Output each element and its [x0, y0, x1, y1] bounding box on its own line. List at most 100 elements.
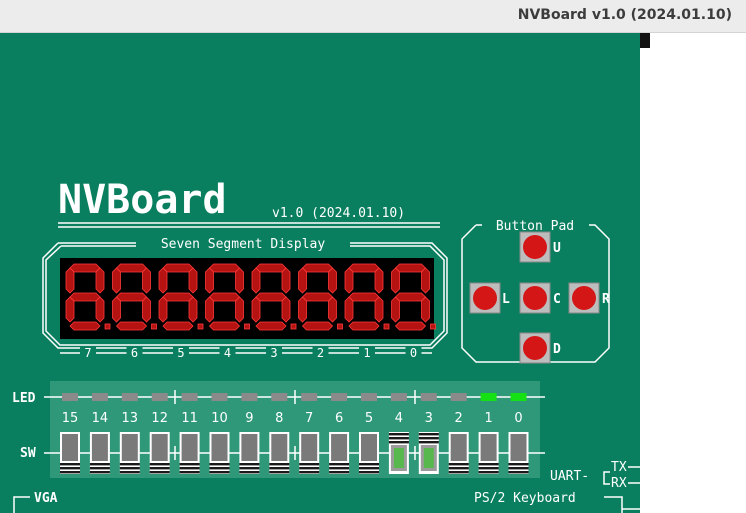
switch-lever[interactable] [423, 448, 434, 468]
segment [158, 296, 168, 323]
segment [142, 296, 151, 323]
switch-8[interactable] [269, 432, 290, 474]
switch-rib [329, 467, 350, 470]
switch-rib [89, 463, 110, 466]
switch-rib [60, 467, 80, 470]
switch-5[interactable] [359, 432, 379, 474]
switch-7[interactable] [299, 432, 320, 474]
switch-2[interactable] [448, 432, 469, 474]
switch-9[interactable] [239, 432, 260, 474]
switch-rib [418, 437, 439, 440]
segment [208, 321, 241, 331]
digit-index-label: 7 [84, 346, 91, 360]
button-label: U [553, 241, 561, 256]
switch-lever[interactable] [480, 434, 497, 461]
switch-3[interactable] [418, 432, 439, 474]
switch-6[interactable] [329, 432, 350, 474]
switch-lever[interactable] [361, 434, 377, 461]
switch-lever[interactable] [301, 434, 318, 461]
switch-lever[interactable] [151, 434, 168, 461]
segment [301, 321, 334, 331]
led-label: LED [12, 391, 36, 406]
button-cap[interactable] [473, 286, 497, 310]
segment [162, 263, 194, 273]
switch-rib [119, 467, 140, 470]
switch-rib [418, 433, 439, 436]
uart-bracket [603, 471, 610, 485]
switch-4[interactable] [388, 432, 409, 474]
decimal-point [244, 323, 250, 330]
seven-segment-title: Seven Segment Display [161, 237, 326, 252]
button-cap[interactable] [572, 286, 596, 310]
switch-rib [448, 471, 469, 474]
switch-lever[interactable] [510, 434, 527, 461]
segment [301, 292, 334, 302]
tx-label: TX [611, 460, 627, 475]
led-5 [361, 393, 377, 401]
segment [142, 267, 151, 294]
logo-text: NVBoard [58, 177, 227, 223]
button-center[interactable]: C [519, 282, 561, 314]
segment [255, 263, 287, 273]
segment [69, 292, 101, 302]
digit-index-label: 6 [131, 346, 138, 360]
button-down[interactable]: D [519, 332, 561, 364]
led-number-label: 1 [484, 411, 492, 426]
button-cap[interactable] [523, 336, 547, 360]
switch-0[interactable] [508, 432, 529, 474]
switch-13[interactable] [119, 432, 140, 474]
switch-10[interactable] [209, 432, 230, 474]
led-2 [450, 393, 467, 401]
switch-15[interactable] [60, 432, 80, 474]
digit-index-label: 5 [177, 346, 184, 360]
segment [344, 296, 354, 323]
scrollbar-thumb[interactable] [640, 33, 650, 48]
switch-rib [299, 463, 320, 466]
segment [208, 263, 241, 273]
switch-lever[interactable] [331, 434, 348, 461]
button-up[interactable]: U [519, 231, 561, 263]
switch-lever[interactable] [62, 434, 78, 461]
digit-index-label: 0 [410, 346, 417, 360]
segment [251, 267, 261, 294]
button-cap[interactable] [523, 286, 547, 310]
switch-lever[interactable] [211, 434, 228, 461]
led-number-label: 2 [455, 411, 463, 426]
vga-bracket [13, 496, 30, 513]
segment [112, 296, 121, 323]
decimal-point [430, 323, 436, 330]
seven-segment-digit [344, 263, 390, 331]
switch-rib [89, 471, 110, 474]
button-right[interactable]: R [568, 282, 610, 314]
switch-lever[interactable] [241, 434, 258, 461]
switch-1[interactable] [478, 432, 499, 474]
switch-lever[interactable] [271, 434, 288, 461]
switch-14[interactable] [89, 432, 110, 474]
decimal-point [337, 323, 343, 330]
switch-rib [239, 471, 260, 474]
switch-rib [329, 463, 350, 466]
segment [188, 296, 198, 323]
switch-lever[interactable] [181, 434, 198, 461]
switch-lever[interactable] [393, 448, 404, 468]
index-gap [359, 346, 375, 360]
segment [298, 296, 307, 323]
segment [69, 263, 101, 273]
decimal-point [290, 323, 297, 330]
button-cap[interactable] [523, 235, 547, 259]
switch-12[interactable] [149, 432, 170, 474]
switch-lever[interactable] [91, 434, 108, 461]
button-left[interactable]: L [469, 282, 510, 314]
switch-rib [119, 463, 140, 466]
led-11 [181, 393, 198, 401]
decimal-point [151, 323, 157, 330]
switch-lever[interactable] [121, 434, 138, 461]
switch-rib [149, 467, 170, 470]
switch-rib [179, 467, 200, 470]
led-number-label: 10 [211, 411, 228, 426]
segment [298, 267, 307, 294]
switch-11[interactable] [179, 432, 200, 474]
vga-label: VGA [34, 491, 58, 506]
switch-lever[interactable] [450, 434, 467, 461]
button-label: L [502, 292, 510, 307]
